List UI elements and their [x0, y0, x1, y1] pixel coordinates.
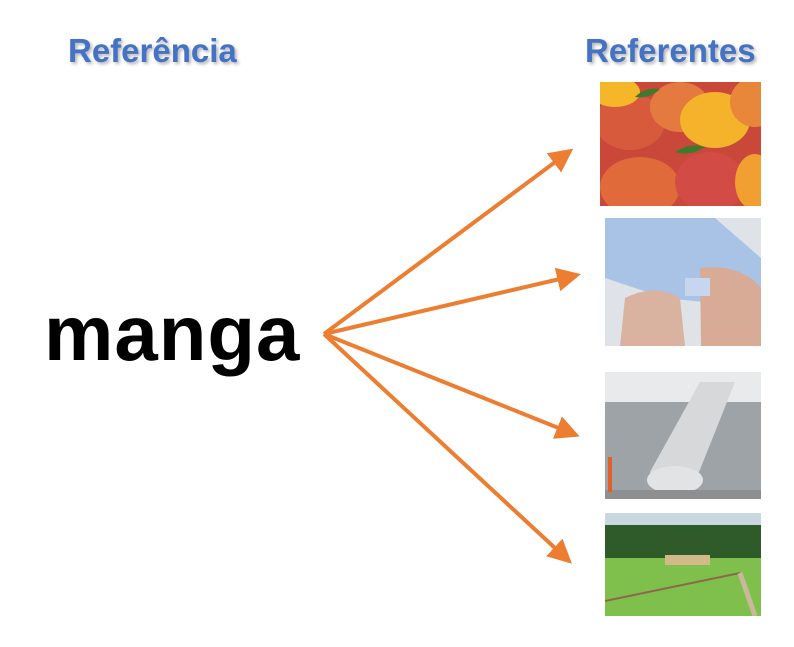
arrow-to-sleeve [323, 267, 581, 336]
field-image [605, 513, 761, 616]
word-manga: manga [44, 289, 301, 377]
reference-heading: Referência [68, 32, 237, 69]
arrow-to-slide [323, 332, 580, 439]
arrow-to-mango [322, 148, 574, 336]
arrow-to-field [322, 332, 572, 564]
shirt-sleeve-image [605, 218, 761, 346]
referents-heading: Referentes [585, 32, 756, 69]
mango-image [600, 82, 761, 206]
airplane-slide-image [605, 372, 761, 499]
